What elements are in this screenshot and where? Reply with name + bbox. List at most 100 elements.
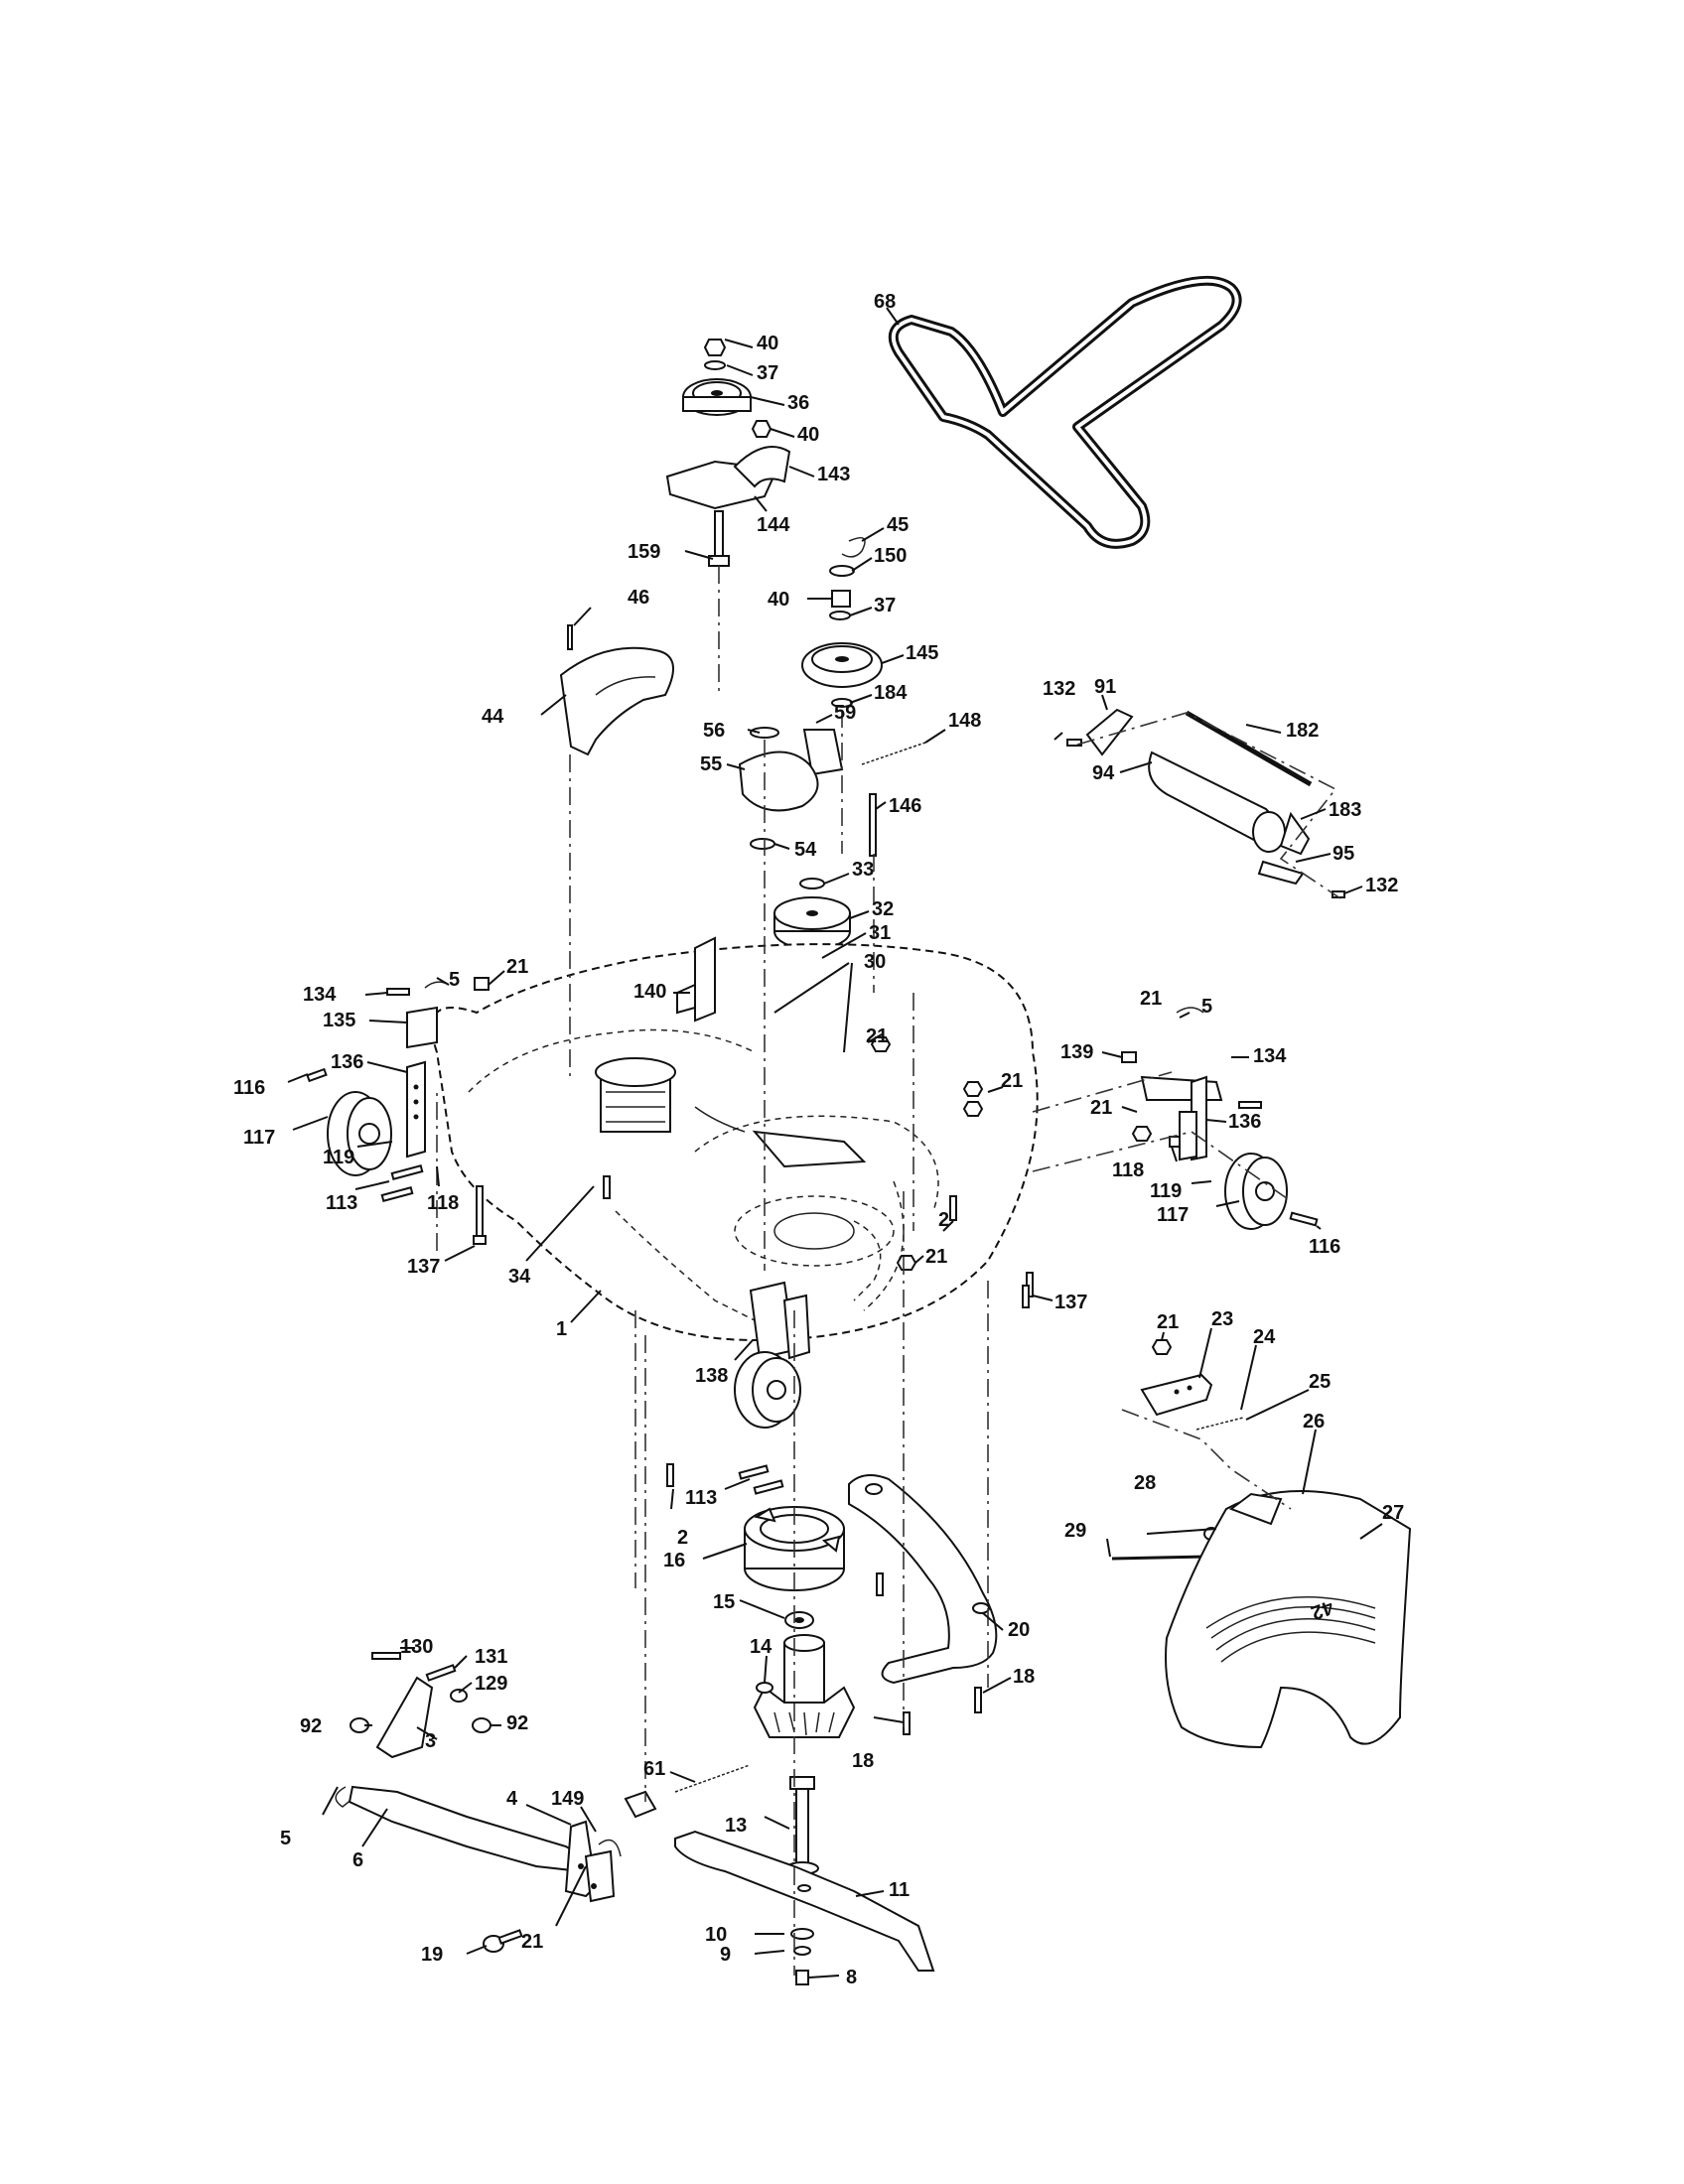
callout-40: 40: [757, 333, 778, 354]
callout-146: 146: [889, 795, 921, 817]
front-wheel-bracket-138: [666, 1281, 811, 1495]
callout-21: 21: [866, 1025, 888, 1047]
callout-37: 37: [757, 362, 778, 384]
alignment-lines: [436, 566, 989, 1976]
spring-61: [624, 1764, 751, 1819]
callout-3: 3: [425, 1730, 436, 1752]
roller-assembly: [1066, 708, 1345, 899]
callout-119: 119: [323, 1147, 354, 1168]
callout-30: 30: [864, 951, 886, 973]
callout-144: 144: [757, 514, 790, 536]
drive-belt-68: [888, 275, 1242, 549]
callout-134: 134: [1253, 1045, 1287, 1067]
callout-29: 29: [1064, 1520, 1086, 1542]
callout-13: 13: [725, 1815, 747, 1837]
belt-guard-44: [559, 624, 674, 756]
callout-118: 118: [427, 1192, 459, 1214]
callout-36: 36: [787, 392, 809, 414]
callout-31: 31: [869, 922, 891, 944]
callout-119: 119: [1150, 1180, 1182, 1202]
part-labels: 68 40 37 36 40 143 144 159 45 150 40 37 …: [233, 291, 1404, 1988]
callout-143: 143: [817, 464, 850, 485]
callout-95: 95: [1333, 843, 1354, 865]
callout-21: 21: [1140, 988, 1162, 1010]
callout-21: 21: [1001, 1070, 1023, 1092]
callout-92: 92: [300, 1715, 322, 1737]
idler-assembly-top: [665, 339, 791, 567]
callout-61: 61: [643, 1758, 665, 1780]
callout-150: 150: [874, 545, 907, 567]
callout-135: 135: [323, 1010, 355, 1031]
callout-116: 116: [233, 1077, 265, 1099]
callout-131: 131: [475, 1646, 507, 1668]
callout-27: 27: [1382, 1502, 1404, 1524]
callout-16: 16: [663, 1550, 685, 1571]
callout-92: 92: [506, 1712, 528, 1734]
callout-21: 21: [925, 1246, 947, 1268]
callout-14: 14: [750, 1636, 772, 1658]
callout-5: 5: [280, 1828, 291, 1849]
callout-28: 28: [1134, 1472, 1156, 1494]
callout-2: 2: [677, 1527, 688, 1549]
callout-37: 37: [874, 595, 896, 616]
callout-140: 140: [633, 981, 666, 1003]
callout-5: 5: [1201, 996, 1212, 1018]
callout-148: 148: [948, 710, 981, 732]
callout-116: 116: [1309, 1236, 1340, 1258]
callout-130: 130: [400, 1636, 433, 1658]
callout-68: 68: [874, 291, 896, 313]
callout-21: 21: [506, 956, 528, 978]
callout-134: 134: [303, 984, 337, 1006]
callout-23: 23: [1211, 1308, 1233, 1330]
callout-19: 19: [421, 1944, 443, 1966]
spindle-assembly: [674, 1506, 935, 1985]
idler-arm-assembly: [738, 727, 926, 857]
deck-hardware: [603, 1036, 1153, 1308]
callout-117: 117: [1157, 1204, 1189, 1226]
right-gauge-wheel-assembly: [1032, 1007, 1319, 1230]
callout-44: 44: [482, 706, 504, 728]
callout-6: 6: [352, 1849, 363, 1871]
callout-5: 5: [449, 969, 460, 991]
callout-132: 132: [1365, 875, 1398, 896]
callout-139: 139: [1060, 1041, 1093, 1063]
callout-184: 184: [874, 682, 908, 704]
callout-11: 11: [889, 1879, 910, 1901]
callout-18: 18: [852, 1750, 874, 1772]
baffle-20: [848, 1474, 998, 1735]
callout-leaders: [287, 307, 1383, 1979]
callout-40: 40: [797, 424, 819, 446]
callout-182: 182: [1286, 720, 1319, 742]
callout-9: 9: [720, 1944, 731, 1966]
callout-91: 91: [1094, 676, 1116, 698]
callout-113: 113: [326, 1192, 357, 1214]
callout-21: 21: [1090, 1097, 1112, 1119]
callout-149: 149: [551, 1788, 584, 1810]
callout-32: 32: [872, 898, 894, 920]
callout-18: 18: [1013, 1666, 1035, 1688]
callout-55: 55: [700, 753, 722, 775]
callout-145: 145: [906, 642, 938, 664]
callout-21: 21: [1157, 1311, 1179, 1333]
callout-117: 117: [243, 1127, 275, 1149]
callout-2: 2: [938, 1209, 949, 1231]
callout-20: 20: [1008, 1619, 1030, 1641]
discharge-chute-assembly: 42: [1111, 1339, 1412, 1749]
lift-linkage-assembly: [335, 1652, 622, 1953]
callout-26: 26: [1303, 1411, 1325, 1433]
callout-34: 34: [508, 1266, 531, 1288]
callout-40: 40: [768, 589, 789, 611]
callout-56: 56: [703, 720, 725, 742]
callout-138: 138: [695, 1365, 728, 1387]
callout-15: 15: [713, 1591, 735, 1613]
callout-10: 10: [705, 1924, 727, 1946]
left-gauge-wheel-assembly: [306, 977, 490, 1245]
callout-183: 183: [1329, 799, 1361, 821]
callout-113: 113: [685, 1487, 717, 1509]
callout-136: 136: [331, 1051, 363, 1073]
callout-21: 21: [521, 1931, 543, 1953]
callout-4: 4: [506, 1788, 518, 1810]
callout-137: 137: [1054, 1292, 1087, 1313]
callout-132: 132: [1043, 678, 1075, 700]
